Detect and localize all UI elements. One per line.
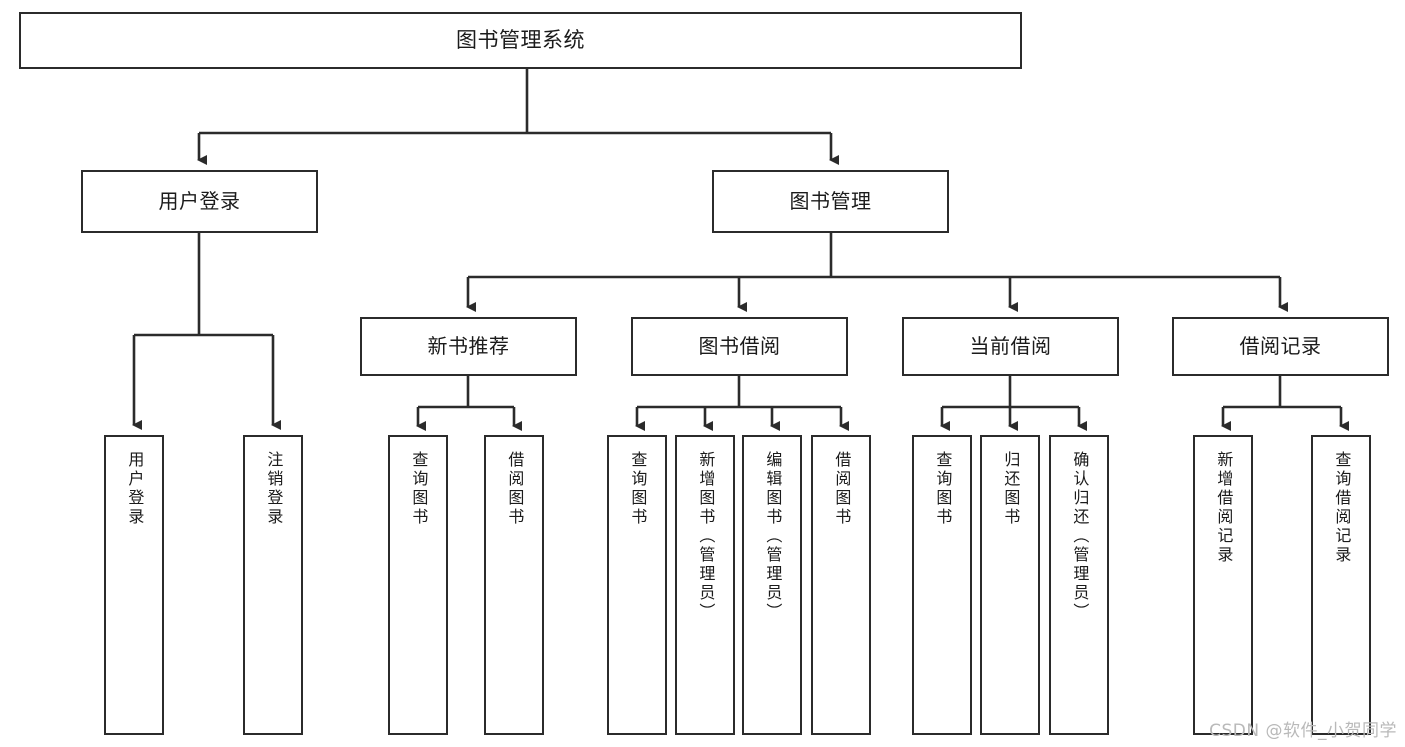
node-label: 当前借阅 (969, 333, 1052, 358)
node-label: 图书借阅 (698, 333, 781, 358)
node-label: 借阅记录 (1239, 333, 1322, 358)
node-new-book-recommend[interactable]: 新书推荐 (360, 317, 577, 376)
leaf-borrow-book-new[interactable]: 借阅图书 (484, 435, 544, 735)
node-label: 查询借阅记录 (1332, 451, 1352, 565)
leaf-return-book[interactable]: 归还图书 (980, 435, 1040, 735)
node-label: 用户登录 (125, 451, 145, 527)
leaf-confirm-return-admin[interactable]: 确认归还（管理员） (1049, 435, 1109, 735)
node-label: 新书推荐 (427, 333, 510, 358)
leaf-logout[interactable]: 注销登录 (243, 435, 303, 735)
node-book-borrow[interactable]: 图书借阅 (631, 317, 848, 376)
leaf-borrow-book[interactable]: 借阅图书 (811, 435, 871, 735)
leaf-query-book-new[interactable]: 查询图书 (388, 435, 448, 735)
node-label: 查询图书 (409, 451, 429, 527)
leaf-query-borrow-record[interactable]: 查询借阅记录 (1311, 435, 1371, 735)
node-label: 新增图书（管理员） (696, 451, 716, 622)
node-user-login[interactable]: 用户登录 (81, 170, 318, 233)
node-label: 查询图书 (628, 451, 648, 527)
node-label: 借阅图书 (832, 451, 852, 527)
leaf-query-book-current[interactable]: 查询图书 (912, 435, 972, 735)
node-label: 确认归还（管理员） (1070, 451, 1090, 622)
node-root-system[interactable]: 图书管理系统 (19, 12, 1022, 69)
leaf-add-borrow-record[interactable]: 新增借阅记录 (1193, 435, 1253, 735)
node-label: 编辑图书（管理员） (763, 451, 783, 622)
csdn-watermark: CSDN @软件_小贺同学 (1209, 721, 1397, 741)
node-book-management[interactable]: 图书管理 (712, 170, 949, 233)
leaf-user-login[interactable]: 用户登录 (104, 435, 164, 735)
leaf-edit-book-admin[interactable]: 编辑图书（管理员） (742, 435, 802, 735)
leaf-add-book-admin[interactable]: 新增图书（管理员） (675, 435, 735, 735)
node-current-borrow[interactable]: 当前借阅 (902, 317, 1119, 376)
node-label: 查询图书 (933, 451, 953, 527)
node-label: 新增借阅记录 (1214, 451, 1234, 565)
node-label: 注销登录 (264, 451, 284, 527)
node-label: 图书管理 (789, 188, 872, 213)
node-label: 归还图书 (1001, 451, 1021, 527)
node-label: 借阅图书 (505, 451, 525, 527)
node-label: 图书管理系统 (456, 28, 585, 53)
node-borrow-record[interactable]: 借阅记录 (1172, 317, 1389, 376)
node-label: 用户登录 (158, 188, 241, 213)
leaf-query-book-borrow[interactable]: 查询图书 (607, 435, 667, 735)
